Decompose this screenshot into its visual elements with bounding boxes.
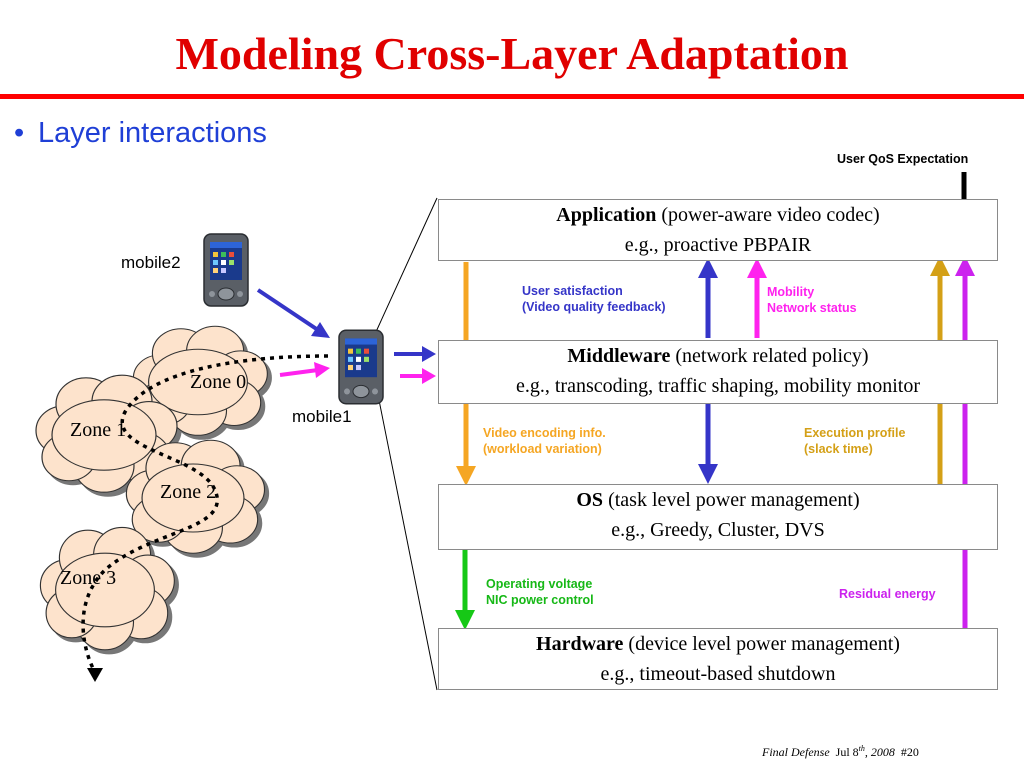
- footer-date-prefix: Jul 8: [835, 745, 859, 759]
- bullet-text: Layer interactions: [38, 117, 267, 149]
- title-divider: [0, 94, 1024, 99]
- execution-profile-arrowhead: [930, 256, 950, 276]
- magenta-input-arrow: [279, 368, 319, 377]
- mobile2-to-mobile1-arrow: [256, 288, 320, 332]
- hardware-layer-title: Hardware (device level power management): [439, 629, 997, 659]
- video-encoding-arrowhead: [456, 466, 476, 486]
- operating-voltage-line2: NIC power control: [486, 593, 594, 607]
- application-layer-example: e.g., proactive PBPAIR: [624, 234, 812, 256]
- residual-energy-arrowhead: [955, 256, 975, 276]
- mobility-path-arrowhead: [87, 668, 103, 682]
- middleware-layer-title: Middleware (network related policy): [439, 341, 997, 371]
- middleware-to-os-arrowhead: [698, 464, 718, 484]
- mobile1-label: mobile1: [292, 407, 352, 426]
- projection-line-bottom: [374, 379, 438, 691]
- operating-voltage-arrowhead: [455, 610, 475, 630]
- user-satisfaction-label: User satisfaction (Video quality feedback…: [522, 283, 666, 315]
- user-satisfaction-line2: (Video quality feedback): [522, 300, 666, 314]
- os-layer-title: OS (task level power management): [439, 485, 997, 515]
- magenta-input-arrowhead: [314, 362, 330, 378]
- zone-0-label: Zone 0: [190, 371, 247, 393]
- projection-line-top: [374, 197, 438, 335]
- blue-middleware-arrowhead: [422, 346, 436, 362]
- video-encoding-line2: (workload variation): [483, 442, 602, 456]
- bullet-item: • Layer interactions: [14, 115, 267, 151]
- os-layer-example: e.g., Greedy, Cluster, DVS: [611, 519, 825, 541]
- video-encoding-line1: Video encoding info.: [483, 426, 606, 440]
- os-layer-name: OS: [576, 489, 604, 511]
- application-layer-desc: (power-aware video codec): [656, 204, 880, 226]
- mobile2-arrowhead: [311, 322, 330, 338]
- slide-title: Modeling Cross-Layer Adaptation: [175, 28, 849, 79]
- os-layer-box: OS (task level power management) e.g., G…: [438, 484, 998, 550]
- slide-footer: Final Defense Jul 8th, 2008 #20: [762, 744, 919, 760]
- mobility-arrowhead: [747, 258, 767, 278]
- footer-slide-number: #20: [900, 745, 919, 759]
- mobility-line1: Mobility: [767, 285, 815, 299]
- user-satisfaction-line1: User satisfaction: [522, 284, 623, 298]
- execution-profile-line1: Execution profile: [804, 426, 906, 440]
- hardware-layer-example: e.g., timeout-based shutdown: [600, 663, 836, 685]
- pda-mobile2-icon: [203, 233, 249, 307]
- mobility-line2: Network status: [767, 301, 857, 315]
- middleware-layer-desc: (network related policy): [670, 345, 869, 367]
- user-qos-expectation-label: User QoS Expectation: [837, 152, 969, 166]
- residual-energy-label: Residual energy: [839, 587, 936, 601]
- user-satisfaction-arrowhead: [698, 258, 718, 278]
- execution-profile-line2: (slack time): [804, 442, 873, 456]
- hardware-layer-desc: (device level power management): [623, 633, 900, 655]
- video-encoding-label: Video encoding info. (workload variation): [483, 425, 606, 457]
- footer-date-sup: th: [858, 744, 865, 753]
- mobile2-label: mobile2: [121, 253, 181, 272]
- operating-voltage-line1: Operating voltage: [486, 577, 593, 591]
- middleware-layer-box: Middleware (network related policy) e.g.…: [438, 340, 998, 404]
- magenta-middleware-arrowhead: [422, 368, 436, 384]
- zone-3-label: Zone 3: [60, 567, 117, 589]
- footer-date-suffix: , 2008: [864, 745, 895, 759]
- bullet-dot-icon: •: [14, 117, 25, 149]
- middleware-layer-name: Middleware: [567, 345, 671, 367]
- application-layer-box: Application (power-aware video codec) e.…: [438, 199, 998, 261]
- execution-profile-label: Execution profile (slack time): [804, 425, 905, 457]
- os-layer-desc: (task level power management): [603, 489, 860, 511]
- zone-2-label: Zone 2: [160, 481, 217, 503]
- hardware-layer-name: Hardware: [536, 633, 624, 655]
- hardware-layer-box: Hardware (device level power management)…: [438, 628, 998, 690]
- application-layer-name: Application: [556, 204, 657, 226]
- zone-1-label: Zone 1: [70, 419, 127, 441]
- footer-event: Final Defense: [762, 745, 830, 759]
- application-layer-title: Application (power-aware video codec): [439, 200, 997, 230]
- middleware-layer-example: e.g., transcoding, traffic shaping, mobi…: [515, 375, 920, 397]
- pda-mobile1-icon: [338, 329, 384, 405]
